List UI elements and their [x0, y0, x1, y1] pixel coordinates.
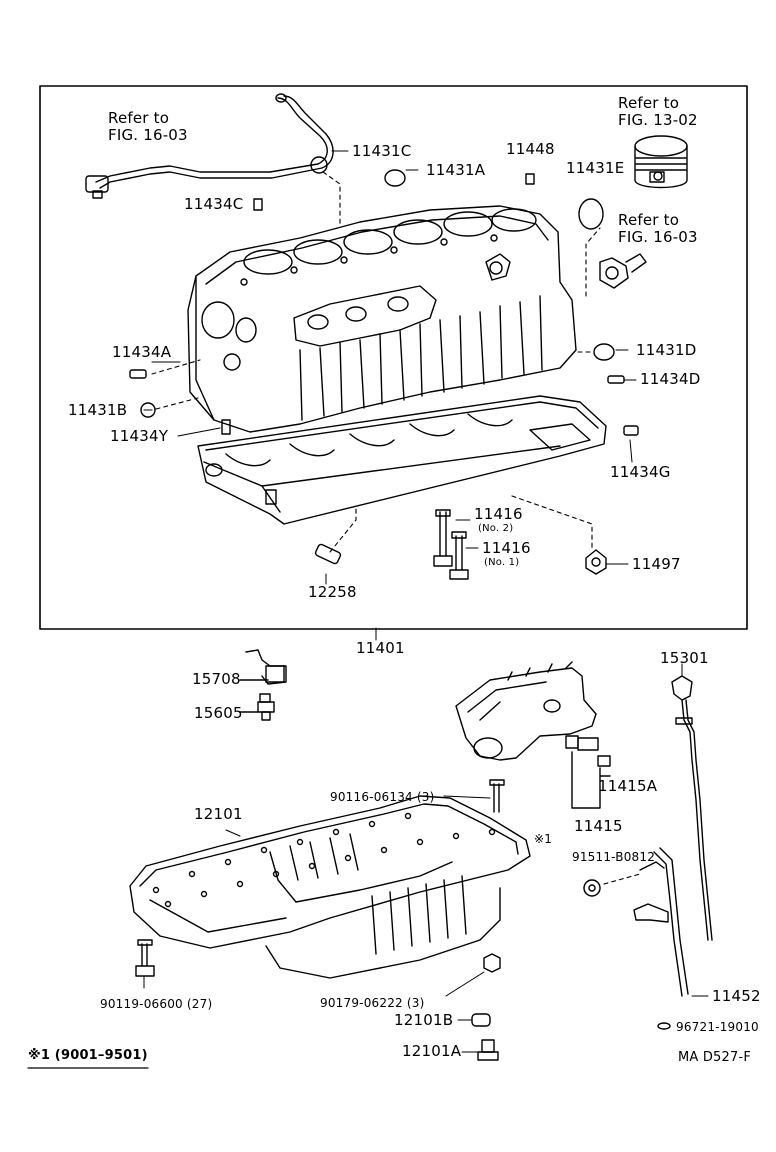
part-12101a: 12101A [402, 1042, 462, 1060]
part-11431e: 11431E [566, 159, 625, 177]
part-11431a: 11431A [426, 161, 486, 179]
part-15301: 15301 [660, 649, 709, 667]
part-11434g: 11434G [610, 463, 671, 481]
part-11401: 11401 [356, 639, 405, 657]
part-11434a: 11434A [112, 343, 172, 361]
part-15708: 15708 [192, 670, 241, 688]
part-90179-06222: 90179-06222 (3) [320, 996, 425, 1010]
part-91511-b0812: 91511-B0812 [572, 850, 656, 864]
label-leaders [143, 150, 637, 641]
part-11416-no1: 11416 [482, 539, 531, 557]
mark-note-1: ※1 [534, 832, 553, 846]
ref-fig-16-03-mid-line2: FIG. 16-03 [618, 228, 698, 246]
diagram-code: MA D527-F [678, 1050, 752, 1065]
ref-fig-13-02-line1: Refer to [618, 94, 680, 112]
fitting-drawing [599, 253, 647, 289]
cylinder-block-drawing [187, 205, 577, 433]
small-parts-top [253, 156, 604, 230]
piston-drawing [634, 135, 688, 189]
part-90116-06134: 90116-06134 (3) [330, 790, 435, 804]
leader-lines-block [151, 171, 601, 553]
part-96721-19010: 96721-19010 [676, 1020, 759, 1034]
part-12258: 12258 [308, 583, 357, 601]
ref-fig-13-02-line2: FIG. 13-02 [618, 111, 698, 129]
ref-fig-16-03-top-line1: Refer to [108, 109, 170, 127]
part-90119-06600: 90119-06600 (27) [100, 997, 213, 1011]
part-11415: 11415 [574, 817, 623, 835]
pins-bolts-block [129, 343, 639, 580]
part-11431d: 11431D [636, 341, 697, 359]
ref-fig-16-03-top-line2: FIG. 16-03 [108, 126, 188, 144]
part-11431b: 11431B [68, 401, 128, 419]
water-outlet-drawing [455, 661, 597, 761]
switch-drawing [239, 649, 287, 721]
part-11452: 11452 [712, 987, 761, 1005]
dipstick-guide-drawing [583, 847, 709, 1030]
pan-fasteners-drawing [135, 939, 501, 1061]
lower-case-drawing [197, 395, 607, 525]
part-11431c: 11431C [352, 142, 412, 160]
part-11448: 11448 [506, 140, 555, 158]
leader-lines-lower [603, 873, 641, 885]
oil-pipe-drawing [85, 93, 334, 199]
footnote-range: ※1 (9001–9501) [28, 1048, 148, 1063]
sensor-drawing [565, 735, 611, 809]
dipstick-drawing [671, 663, 713, 941]
part-11416-no2: 11416 [474, 505, 523, 523]
part-11415a: 11415A [598, 777, 658, 795]
part-11434c: 11434C [184, 195, 244, 213]
part-12101b: 12101B [394, 1011, 454, 1029]
oil-pan-drawing [129, 795, 531, 979]
block-group-frame [39, 85, 748, 630]
part-11434y: 11434Y [110, 427, 169, 445]
part-11497: 11497 [632, 555, 681, 573]
bolt-90116-drawing [443, 779, 505, 813]
part-11434d: 11434D [640, 370, 701, 388]
ref-fig-16-03-mid-line1: Refer to [618, 211, 680, 229]
part-15605: 15605 [194, 704, 243, 722]
part-11416-no2-sub: (No. 2) [478, 523, 514, 534]
part-11416-no1-sub: (No. 1) [484, 557, 520, 568]
part-12101: 12101 [194, 805, 243, 823]
